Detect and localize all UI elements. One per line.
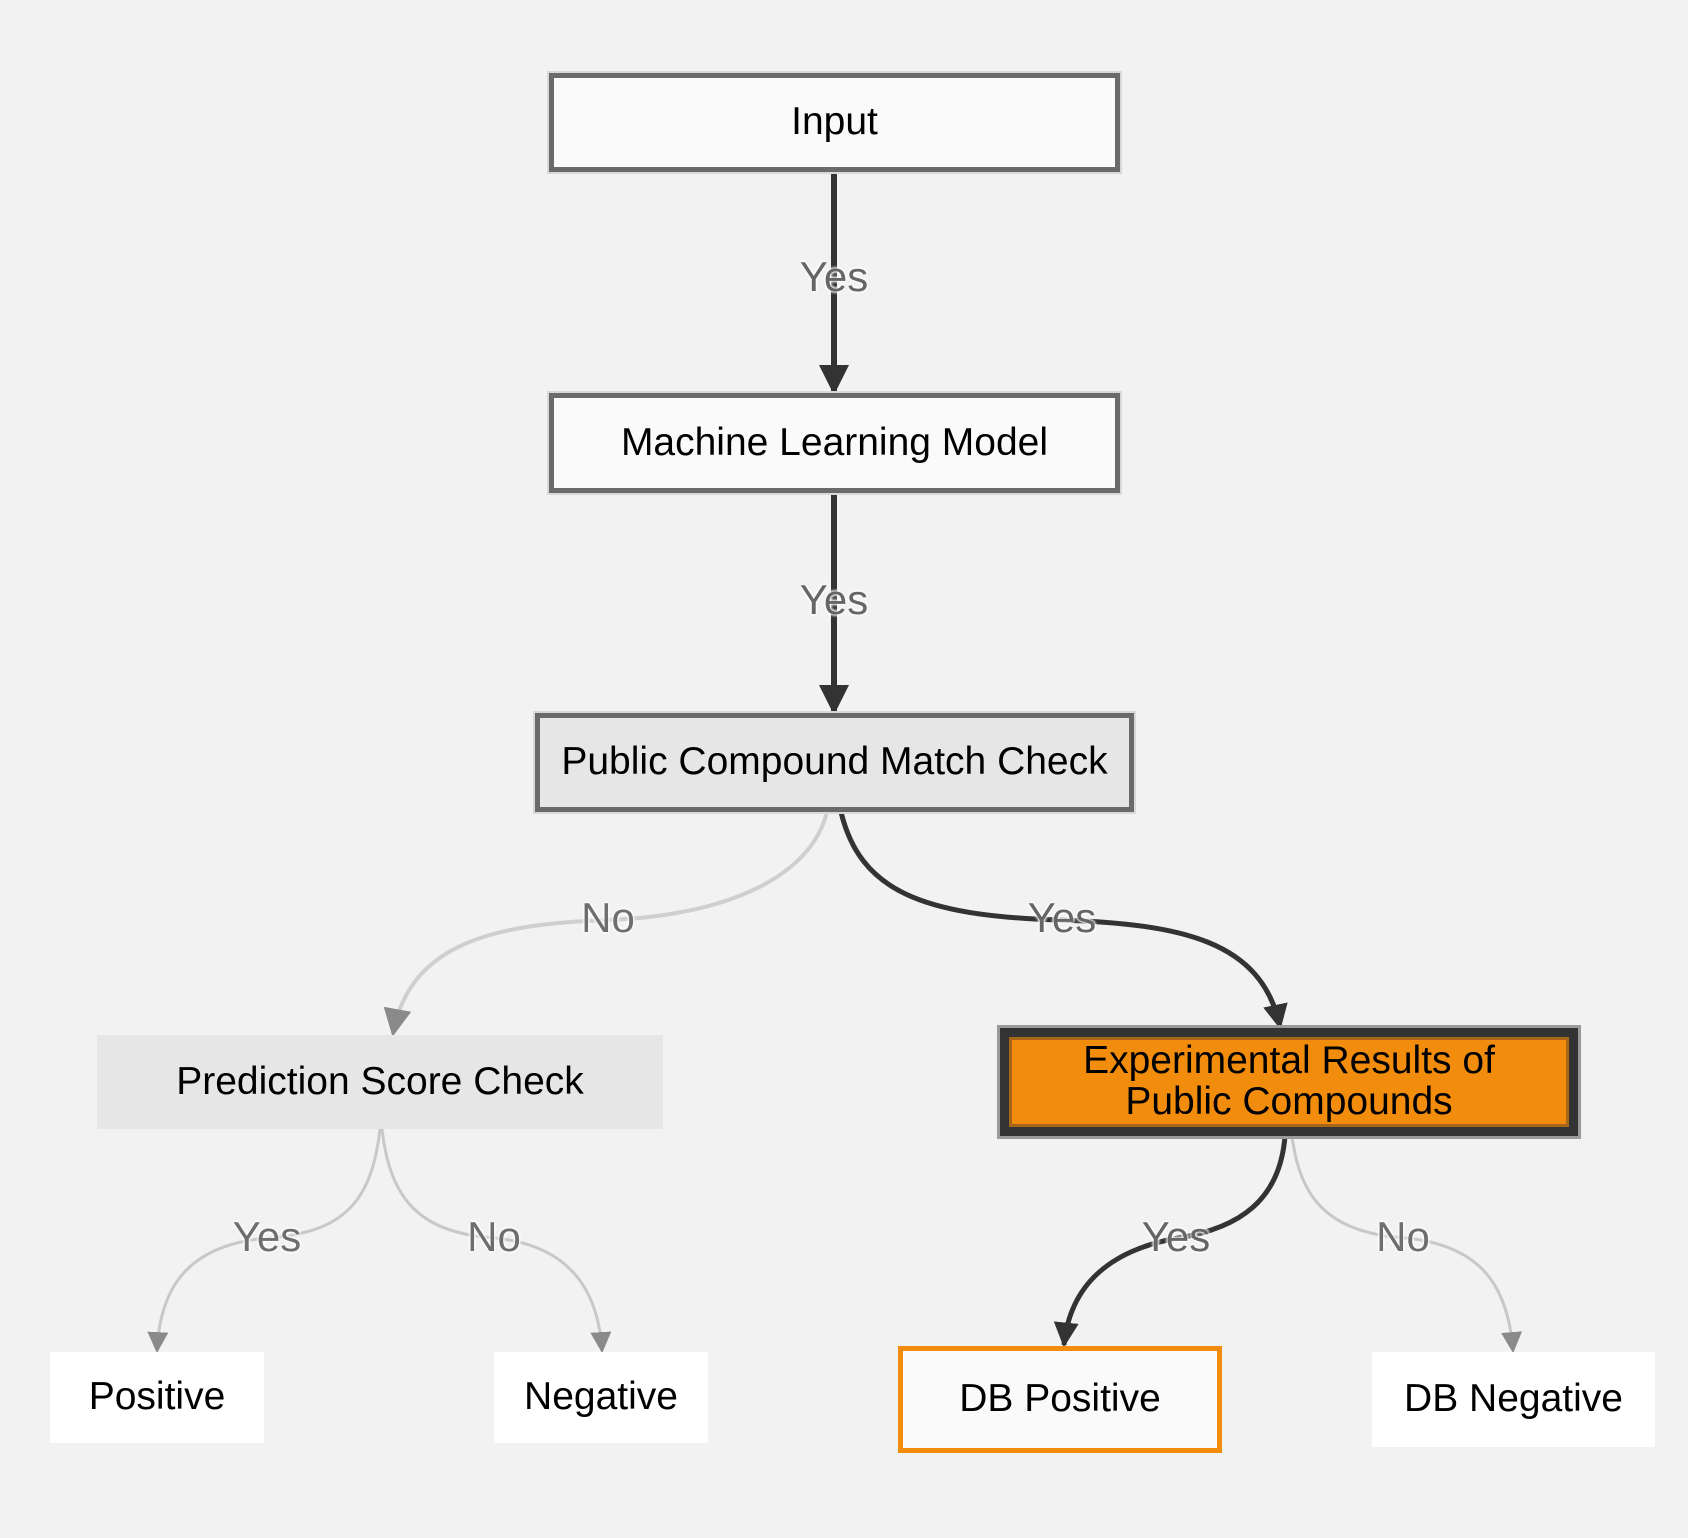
- node-prediction-label: Prediction Score Check: [176, 1059, 584, 1103]
- edge-label-experimental-dbpositive: Yes: [1141, 1213, 1211, 1260]
- node-db-negative-label: DB Negative: [1404, 1377, 1623, 1421]
- node-prediction-score-check[interactable]: Prediction Score Check: [97, 1035, 663, 1129]
- node-negative[interactable]: Negative: [494, 1352, 708, 1443]
- node-machine-learning-model[interactable]: Machine Learning Model: [549, 393, 1120, 493]
- edge-label-prediction-negative: No: [467, 1213, 521, 1260]
- node-experimental-label-line2: Public Compounds: [1125, 1080, 1453, 1123]
- edge-label-public-prediction: No: [581, 894, 635, 941]
- node-positive[interactable]: Positive: [50, 1352, 264, 1443]
- node-positive-label: Positive: [88, 1375, 226, 1419]
- edge-label-prediction-positive: Yes: [232, 1213, 302, 1260]
- node-public-label: Public Compound Match Check: [561, 740, 1108, 784]
- edge-label-experimental-dbnegative: No: [1376, 1213, 1430, 1260]
- edge-experimental-to-dbnegative: [1290, 1135, 1523, 1354]
- edge-prediction-to-positive: [147, 1128, 382, 1354]
- node-experimental-label-line1: Experimental Results of: [1083, 1039, 1495, 1083]
- edge-label-public-experimental: Yes: [1027, 894, 1097, 941]
- edge-prediction-to-negative: [380, 1128, 612, 1354]
- edge-public-to-experimental: [838, 811, 1288, 1030]
- node-input[interactable]: Input: [549, 73, 1120, 172]
- node-public-compound-match-check[interactable]: Public Compound Match Check: [535, 713, 1134, 812]
- node-input-label: Input: [791, 100, 878, 144]
- node-ml-label: Machine Learning Model: [620, 420, 1049, 464]
- edge-label-input-ml: Yes: [799, 253, 869, 300]
- node-db-positive[interactable]: DB Positive: [898, 1346, 1222, 1453]
- edge-experimental-to-dbpositive: [1053, 1135, 1288, 1348]
- node-db-positive-label: DB Positive: [959, 1377, 1161, 1421]
- node-db-negative[interactable]: DB Negative: [1372, 1352, 1655, 1447]
- edge-public-to-prediction: [383, 811, 829, 1037]
- node-experimental-results[interactable]: Experimental Results of Public Compounds: [1000, 1028, 1578, 1136]
- node-negative-label: Negative: [524, 1375, 678, 1419]
- edge-label-ml-public: Yes: [799, 576, 869, 623]
